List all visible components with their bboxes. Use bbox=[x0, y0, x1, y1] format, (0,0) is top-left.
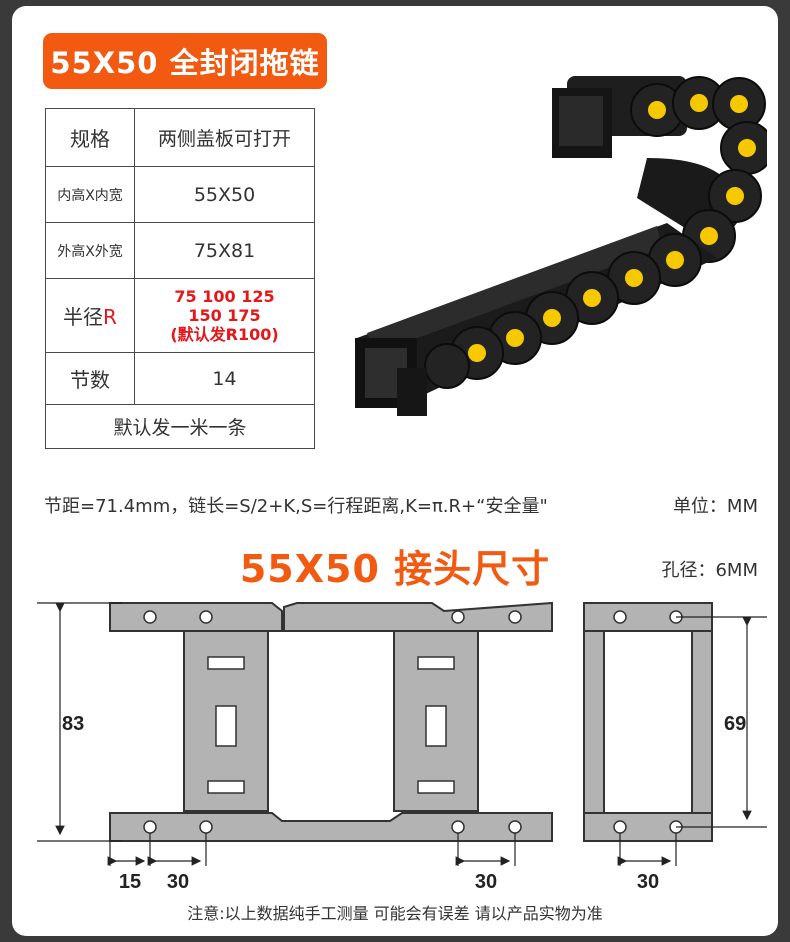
spec-value: 14 bbox=[134, 352, 315, 405]
chain-bend bbox=[637, 158, 762, 263]
spec-key: 节数 bbox=[45, 352, 135, 405]
unit-label: 单位：MM bbox=[672, 496, 758, 517]
chain-top-run bbox=[552, 76, 767, 175]
radius-values-line: 150 175 bbox=[188, 306, 261, 325]
hole-diameter: 孔径：6MM bbox=[661, 560, 758, 581]
side-view-connector bbox=[109, 601, 553, 842]
front-view-connector bbox=[583, 602, 713, 842]
spec-key: 规格 bbox=[45, 108, 135, 167]
connector-dimension-drawing: 83 69 15 30 30 30 bbox=[37, 601, 767, 893]
pitch-middle-label: 30 bbox=[475, 871, 497, 893]
spec-footer: 默认发一米一条 bbox=[45, 404, 315, 449]
spec-row-radius: 半径R 75 100 125 150 175 (默认发R100) bbox=[45, 278, 315, 353]
title-badge: 55X50 全封闭拖链 bbox=[43, 33, 327, 89]
length-formula: 节距=71.4mm，链长=S/2+K,S=行程距离,K=π.R+“安全量" bbox=[44, 496, 548, 517]
pitch-right-label: 30 bbox=[637, 871, 659, 893]
spec-value-radius: 75 100 125 150 175 (默认发R100) bbox=[134, 278, 315, 353]
height-left-label: 83 bbox=[62, 713, 84, 735]
spec-row: 内高X内宽 55X50 bbox=[45, 166, 315, 223]
radius-label: 半径 bbox=[63, 305, 104, 329]
offset-left-label: 15 bbox=[119, 871, 141, 893]
radius-default-note: (默认发R100) bbox=[170, 325, 279, 344]
radius-values-line: 75 100 125 bbox=[174, 287, 275, 306]
pitch-left-label: 30 bbox=[167, 871, 189, 893]
radius-symbol: R bbox=[103, 305, 117, 329]
section-title: 55X50 接头尺寸 bbox=[239, 547, 551, 591]
chain-bottom-run bbox=[355, 223, 717, 416]
spec-row: 规格 两侧盖板可打开 bbox=[45, 108, 315, 167]
dimension-lines bbox=[37, 602, 767, 866]
spec-row: 节数 14 bbox=[45, 352, 315, 405]
spec-value: 75X81 bbox=[134, 222, 315, 279]
drag-chain-image bbox=[355, 76, 767, 416]
measurement-note: 注意:以上数据纯手工测量 可能会有误差 请以产品实物为准 bbox=[187, 904, 603, 923]
spec-table: 规格 两侧盖板可打开 内高X内宽 55X50 外高X外宽 75X81 半径R 7… bbox=[45, 108, 315, 449]
spec-row: 外高X外宽 75X81 bbox=[45, 222, 315, 279]
spec-value: 55X50 bbox=[134, 166, 315, 223]
spec-footer-row: 默认发一米一条 bbox=[45, 404, 315, 449]
spec-key: 内高X内宽 bbox=[45, 166, 135, 223]
spec-value: 两侧盖板可打开 bbox=[134, 108, 315, 167]
spec-key: 外高X外宽 bbox=[45, 222, 135, 279]
product-card: 55X50 全封闭拖链 规格 两侧盖板可打开 内高X内宽 55X50 外高X外宽… bbox=[12, 6, 778, 936]
dimension-labels: 83 69 15 30 30 30 bbox=[62, 713, 746, 893]
height-right-label: 69 bbox=[724, 713, 746, 735]
spec-key-radius: 半径R bbox=[45, 278, 135, 353]
